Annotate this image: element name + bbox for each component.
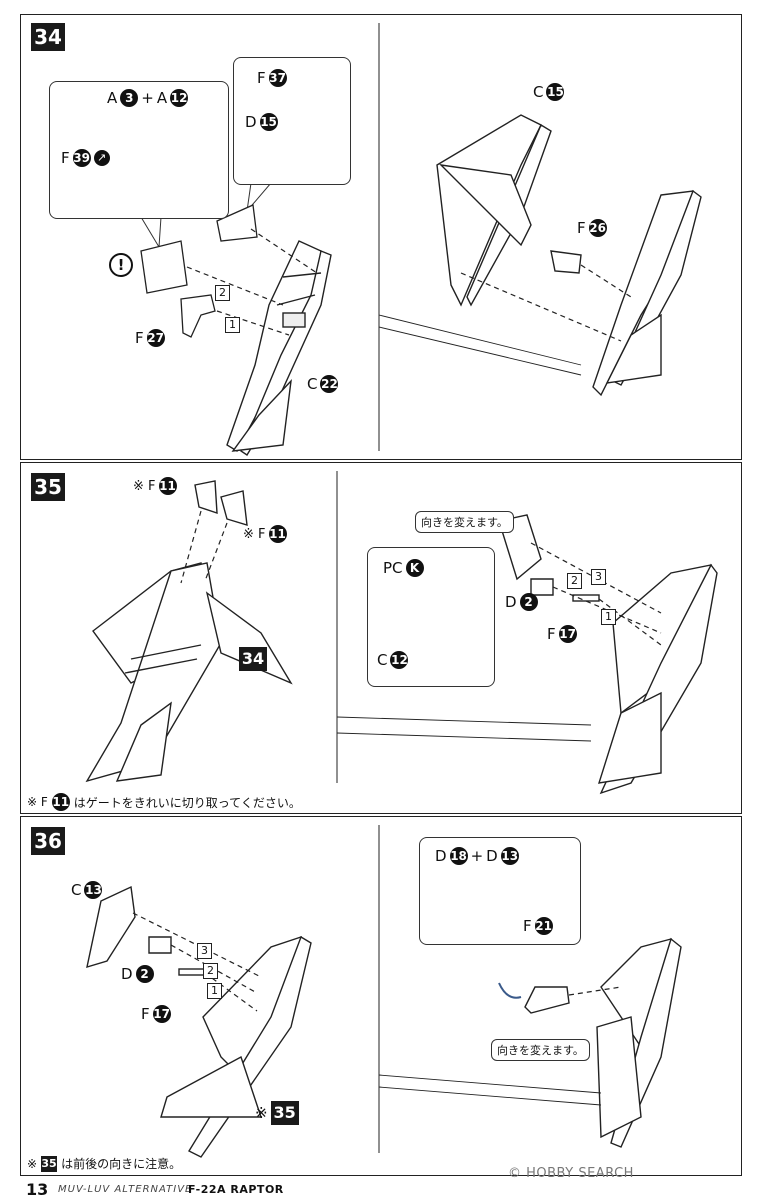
watermark: © HOBBY SEARCH (508, 1166, 634, 1181)
part-d2 (530, 578, 554, 596)
series-name: MUV-LUV ALTERNATIVE (58, 1184, 193, 1195)
ref-step-34: 34 (239, 647, 267, 671)
part-c13 (86, 885, 136, 969)
jet-body-35-left (85, 480, 293, 783)
step-34-number: 34 (31, 23, 65, 51)
tag-rotate-36: 向きを変えます。 (491, 1039, 590, 1061)
step-36-drawing (86, 825, 682, 1158)
part-f27 (180, 294, 216, 338)
jet-body-right (436, 114, 702, 397)
step-36-panel: 36 (20, 816, 742, 1176)
part-f17-36 (178, 968, 206, 976)
order-box-2: 2 (203, 963, 218, 979)
order-box-2: 2 (215, 285, 230, 301)
part-f26 (550, 250, 582, 274)
callout-pck-c12 (367, 547, 495, 687)
part-d2-36 (148, 936, 172, 954)
part-a3-a12-assembly (140, 240, 188, 294)
order-box-3: 3 (591, 569, 606, 585)
part-f17 (572, 594, 600, 602)
ref-step-35: ※ 35 (255, 1101, 299, 1125)
jet-body-left (226, 240, 332, 456)
rotate-arrow-icon (498, 982, 522, 999)
footnote-36: ※ 35 は前後の向きに注意。 (27, 1155, 182, 1172)
order-box-1: 1 (601, 609, 616, 625)
step-34-panel: 34 (20, 14, 742, 460)
step-35-number: 35 (31, 473, 65, 501)
product-title: F-22A RAPTOR (188, 1183, 284, 1196)
part-f37-left (216, 204, 258, 242)
caution-icon: ! (109, 253, 133, 277)
tag-rotate-35: 向きを変えます。 (415, 511, 514, 533)
step-36-number: 36 (31, 827, 65, 855)
callout-d18-d13 (419, 837, 581, 945)
part-d18-d13-assembly (524, 986, 570, 1014)
part-f11-b (220, 490, 248, 526)
order-box-1: 1 (225, 317, 240, 333)
order-box-2: 2 (567, 573, 582, 589)
part-f11-a (194, 480, 218, 514)
callout-f37-d15 (233, 57, 351, 185)
page-number: 13 (26, 1180, 49, 1199)
gate-cut-icon: ↗ (93, 150, 110, 166)
order-box-1: 1 (207, 983, 222, 999)
order-box-3: 3 (197, 943, 212, 959)
step-35-panel: 35 (20, 462, 742, 814)
